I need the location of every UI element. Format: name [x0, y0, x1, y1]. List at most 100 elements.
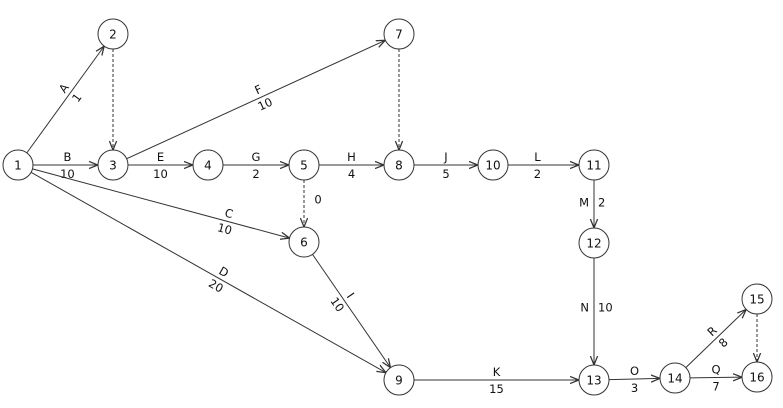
node-label: 6: [300, 236, 308, 250]
activity-label: B: [63, 150, 71, 164]
node-15: 15: [741, 283, 773, 315]
node-circle: [741, 283, 773, 315]
edge-label-group: F10: [252, 82, 274, 114]
duration-label: 0: [314, 193, 321, 207]
activity-label: C: [223, 206, 234, 222]
edge-1-2: A1: [26, 46, 104, 154]
edge-arrow-3-7: [126, 40, 386, 160]
duration-label: 4: [348, 167, 355, 181]
edge-6-9: I10: [312, 254, 391, 367]
node-1: 1: [2, 149, 34, 181]
edge-12-13: N 10: [580, 258, 613, 365]
node-3: 3: [97, 149, 129, 181]
node-label: 16: [749, 371, 764, 385]
node-label: 7: [395, 28, 403, 42]
edge-arrow-1-2: [26, 46, 104, 154]
node-7: 7: [383, 18, 415, 50]
edge-arrow-6-9: [312, 254, 391, 367]
activity-label: M: [579, 195, 589, 209]
node-circle: [288, 149, 320, 181]
node-16: 16: [741, 361, 773, 393]
node-12: 12: [578, 227, 610, 259]
node-2: 2: [97, 18, 129, 50]
activity-label: I: [344, 290, 357, 301]
edge-arrow-13-14: [608, 378, 660, 379]
activity-label: K: [493, 365, 501, 379]
activity-label: F: [252, 82, 264, 97]
duration-label: 10: [598, 300, 613, 314]
edge-1-9: D20: [30, 171, 386, 372]
node-10: 10: [477, 149, 509, 181]
node-circle: [288, 226, 320, 258]
edge-4-5: G2: [223, 150, 289, 181]
edge-14-15: R8: [685, 309, 746, 368]
node-circle: [741, 361, 773, 393]
duration-label: 2: [534, 167, 541, 181]
node-circle: [578, 149, 610, 181]
edge-arrow-14-16: [689, 377, 742, 378]
activity-label: N: [580, 300, 589, 314]
node-label: 9: [395, 374, 403, 388]
duration-label: 3: [631, 381, 638, 395]
edge-1-6: C10: [32, 168, 289, 238]
activity-label: Q: [711, 363, 720, 377]
edge-9-13: K 15: [414, 365, 579, 396]
node-circle: [659, 362, 691, 394]
duration-label: 20: [206, 276, 226, 295]
node-label: 15: [749, 293, 764, 307]
activity-label: O: [630, 364, 639, 378]
node-8: 8: [383, 149, 415, 181]
edge-14-16: Q7: [689, 363, 742, 394]
duration-label: 7: [712, 380, 719, 394]
node-circle: [2, 149, 34, 181]
edge-10-11: L2: [508, 150, 579, 181]
node-label: 1: [14, 159, 22, 173]
edge-arrow-1-9: [30, 171, 386, 372]
duration-label: 10: [327, 294, 347, 314]
activity-label: E: [157, 150, 164, 164]
node-label: 4: [204, 159, 212, 173]
edge-arrow-1-6: [32, 168, 289, 238]
duration-label: 5: [442, 167, 449, 181]
node-13: 13: [578, 364, 610, 396]
node-circle: [383, 149, 415, 181]
node-circle: [578, 227, 610, 259]
duration-label: 10: [153, 167, 168, 181]
duration-label: 1: [69, 91, 85, 105]
duration-label: 2: [252, 167, 259, 181]
activity-label: J: [443, 150, 447, 164]
node-6: 6: [288, 226, 320, 258]
duration-label: 2: [598, 195, 605, 209]
edge-13-14: O3: [608, 364, 660, 395]
node-circle: [192, 149, 224, 181]
node-circle: [383, 364, 415, 396]
edge-arrow-14-15: [685, 309, 746, 368]
edge-3-4: E 10: [128, 150, 193, 181]
activity-label: G: [252, 150, 261, 164]
edge-5-8: H4: [319, 150, 384, 181]
node-label: 5: [300, 159, 308, 173]
node-9: 9: [383, 364, 415, 396]
node-label: 11: [586, 159, 601, 173]
duration-label: 8: [716, 335, 731, 350]
node-11: 11: [578, 149, 610, 181]
node-5: 5: [288, 149, 320, 181]
edge-label-group: C10: [216, 206, 235, 238]
duration-label: 10: [216, 220, 234, 237]
node-label: 12: [586, 237, 601, 251]
edge-3-7: F10: [126, 40, 386, 160]
duration-label: 10: [60, 167, 75, 181]
edge-5-6: 0: [304, 180, 322, 227]
duration-label: 15: [489, 382, 504, 396]
edge-label-group: I10: [327, 290, 357, 314]
edge-8-10: J5: [414, 150, 478, 181]
node-label: 14: [667, 372, 682, 386]
node-4: 4: [192, 149, 224, 181]
activity-label: L: [534, 150, 541, 164]
activity-label: H: [347, 150, 356, 164]
node-circle: [97, 149, 129, 181]
